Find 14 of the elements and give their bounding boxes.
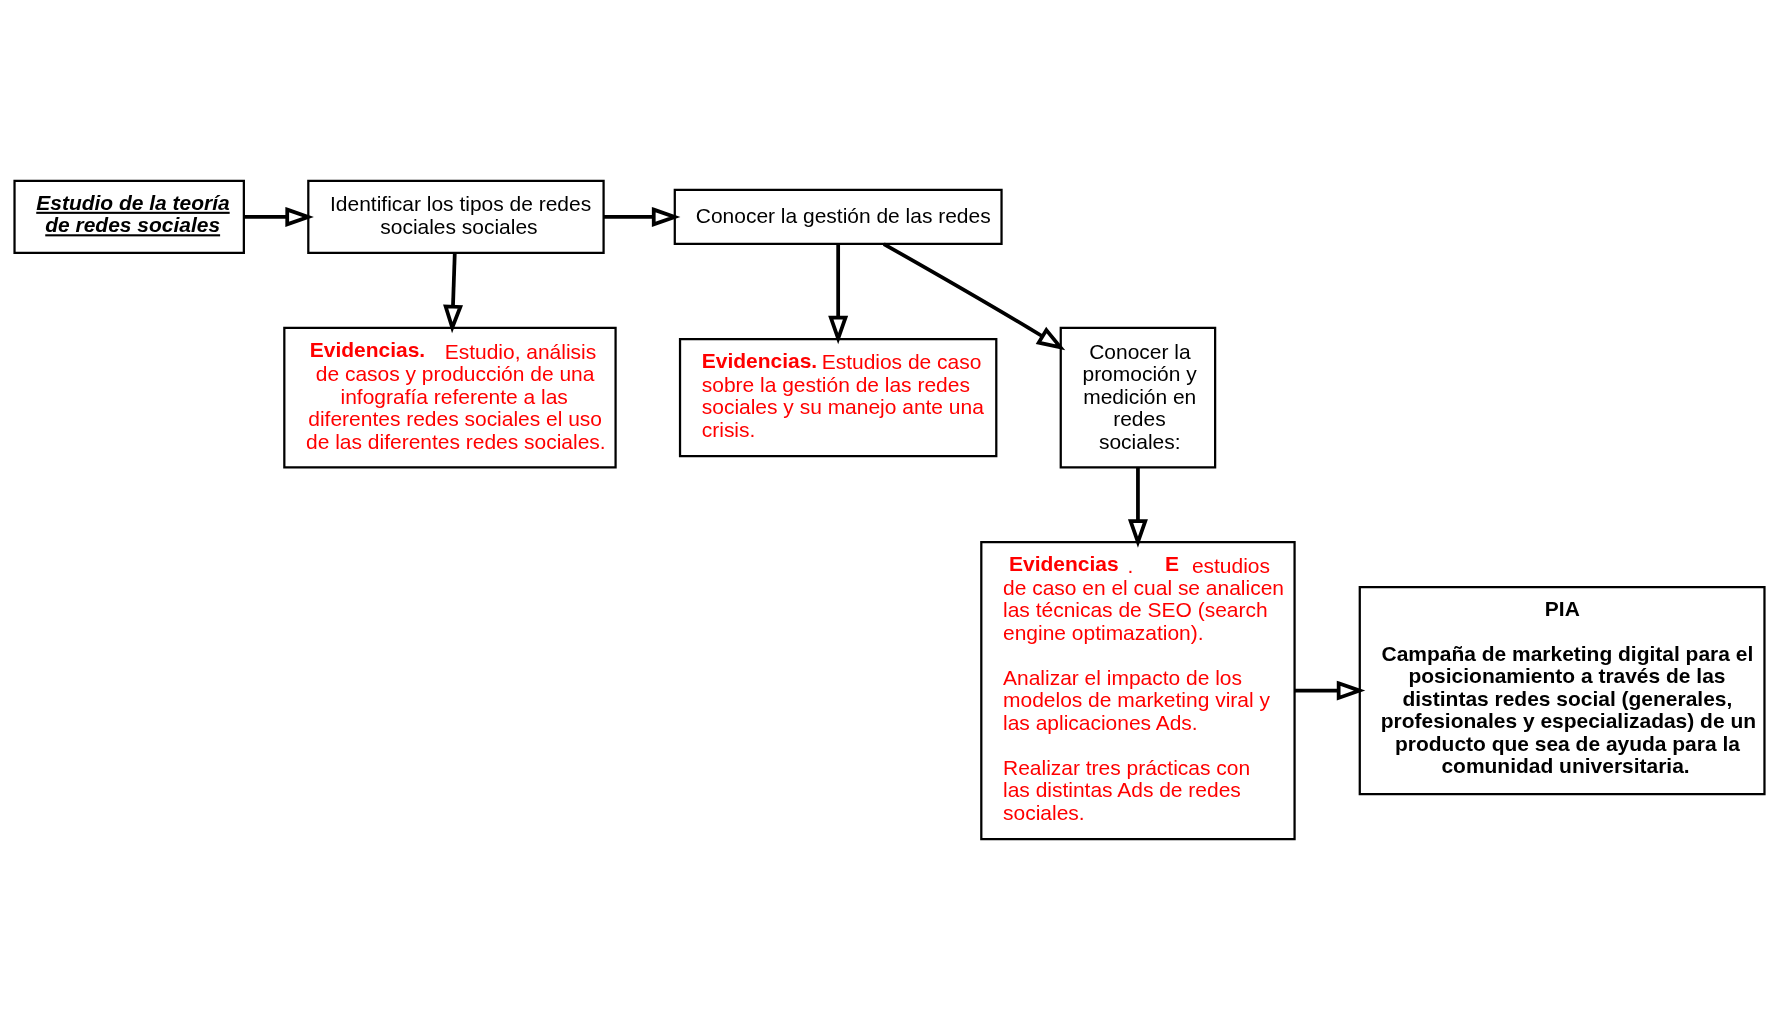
node-box: Identificar los tipos de redes sociales sociales: [307, 179, 605, 255]
node-box: Evidencias. Estudios de caso sobre la gestión de las redes sociales y su manejo ante una crisis.: [678, 338, 998, 458]
node-box: Conocer la gestión de las redes: [673, 188, 1003, 246]
arrow: [882, 242, 1066, 351]
arrow: [828, 244, 849, 345]
node-box: Conocer la promoción y medición en redes sociales:: [1059, 326, 1217, 469]
arrow: [603, 206, 681, 227]
arrow: [1294, 680, 1366, 701]
node-box: Evidencias. Estudio, análisis de casos y producción de una infografía referente a las diferentes redes sociales el uso de las diferentes redes sociales.: [283, 326, 617, 469]
node-box: Estudio de la teoría de redes sociales: [13, 179, 245, 255]
node-box: PIA Campaña de marketing digital para el posicionamiento a través de las distintas redes social (generales, profesionales y especializadas) de un producto que sea de ayuda para la comunidad universitaria.: [1358, 586, 1766, 796]
arrow: [244, 206, 314, 227]
arrow: [443, 253, 463, 334]
arrow: [1127, 467, 1148, 548]
